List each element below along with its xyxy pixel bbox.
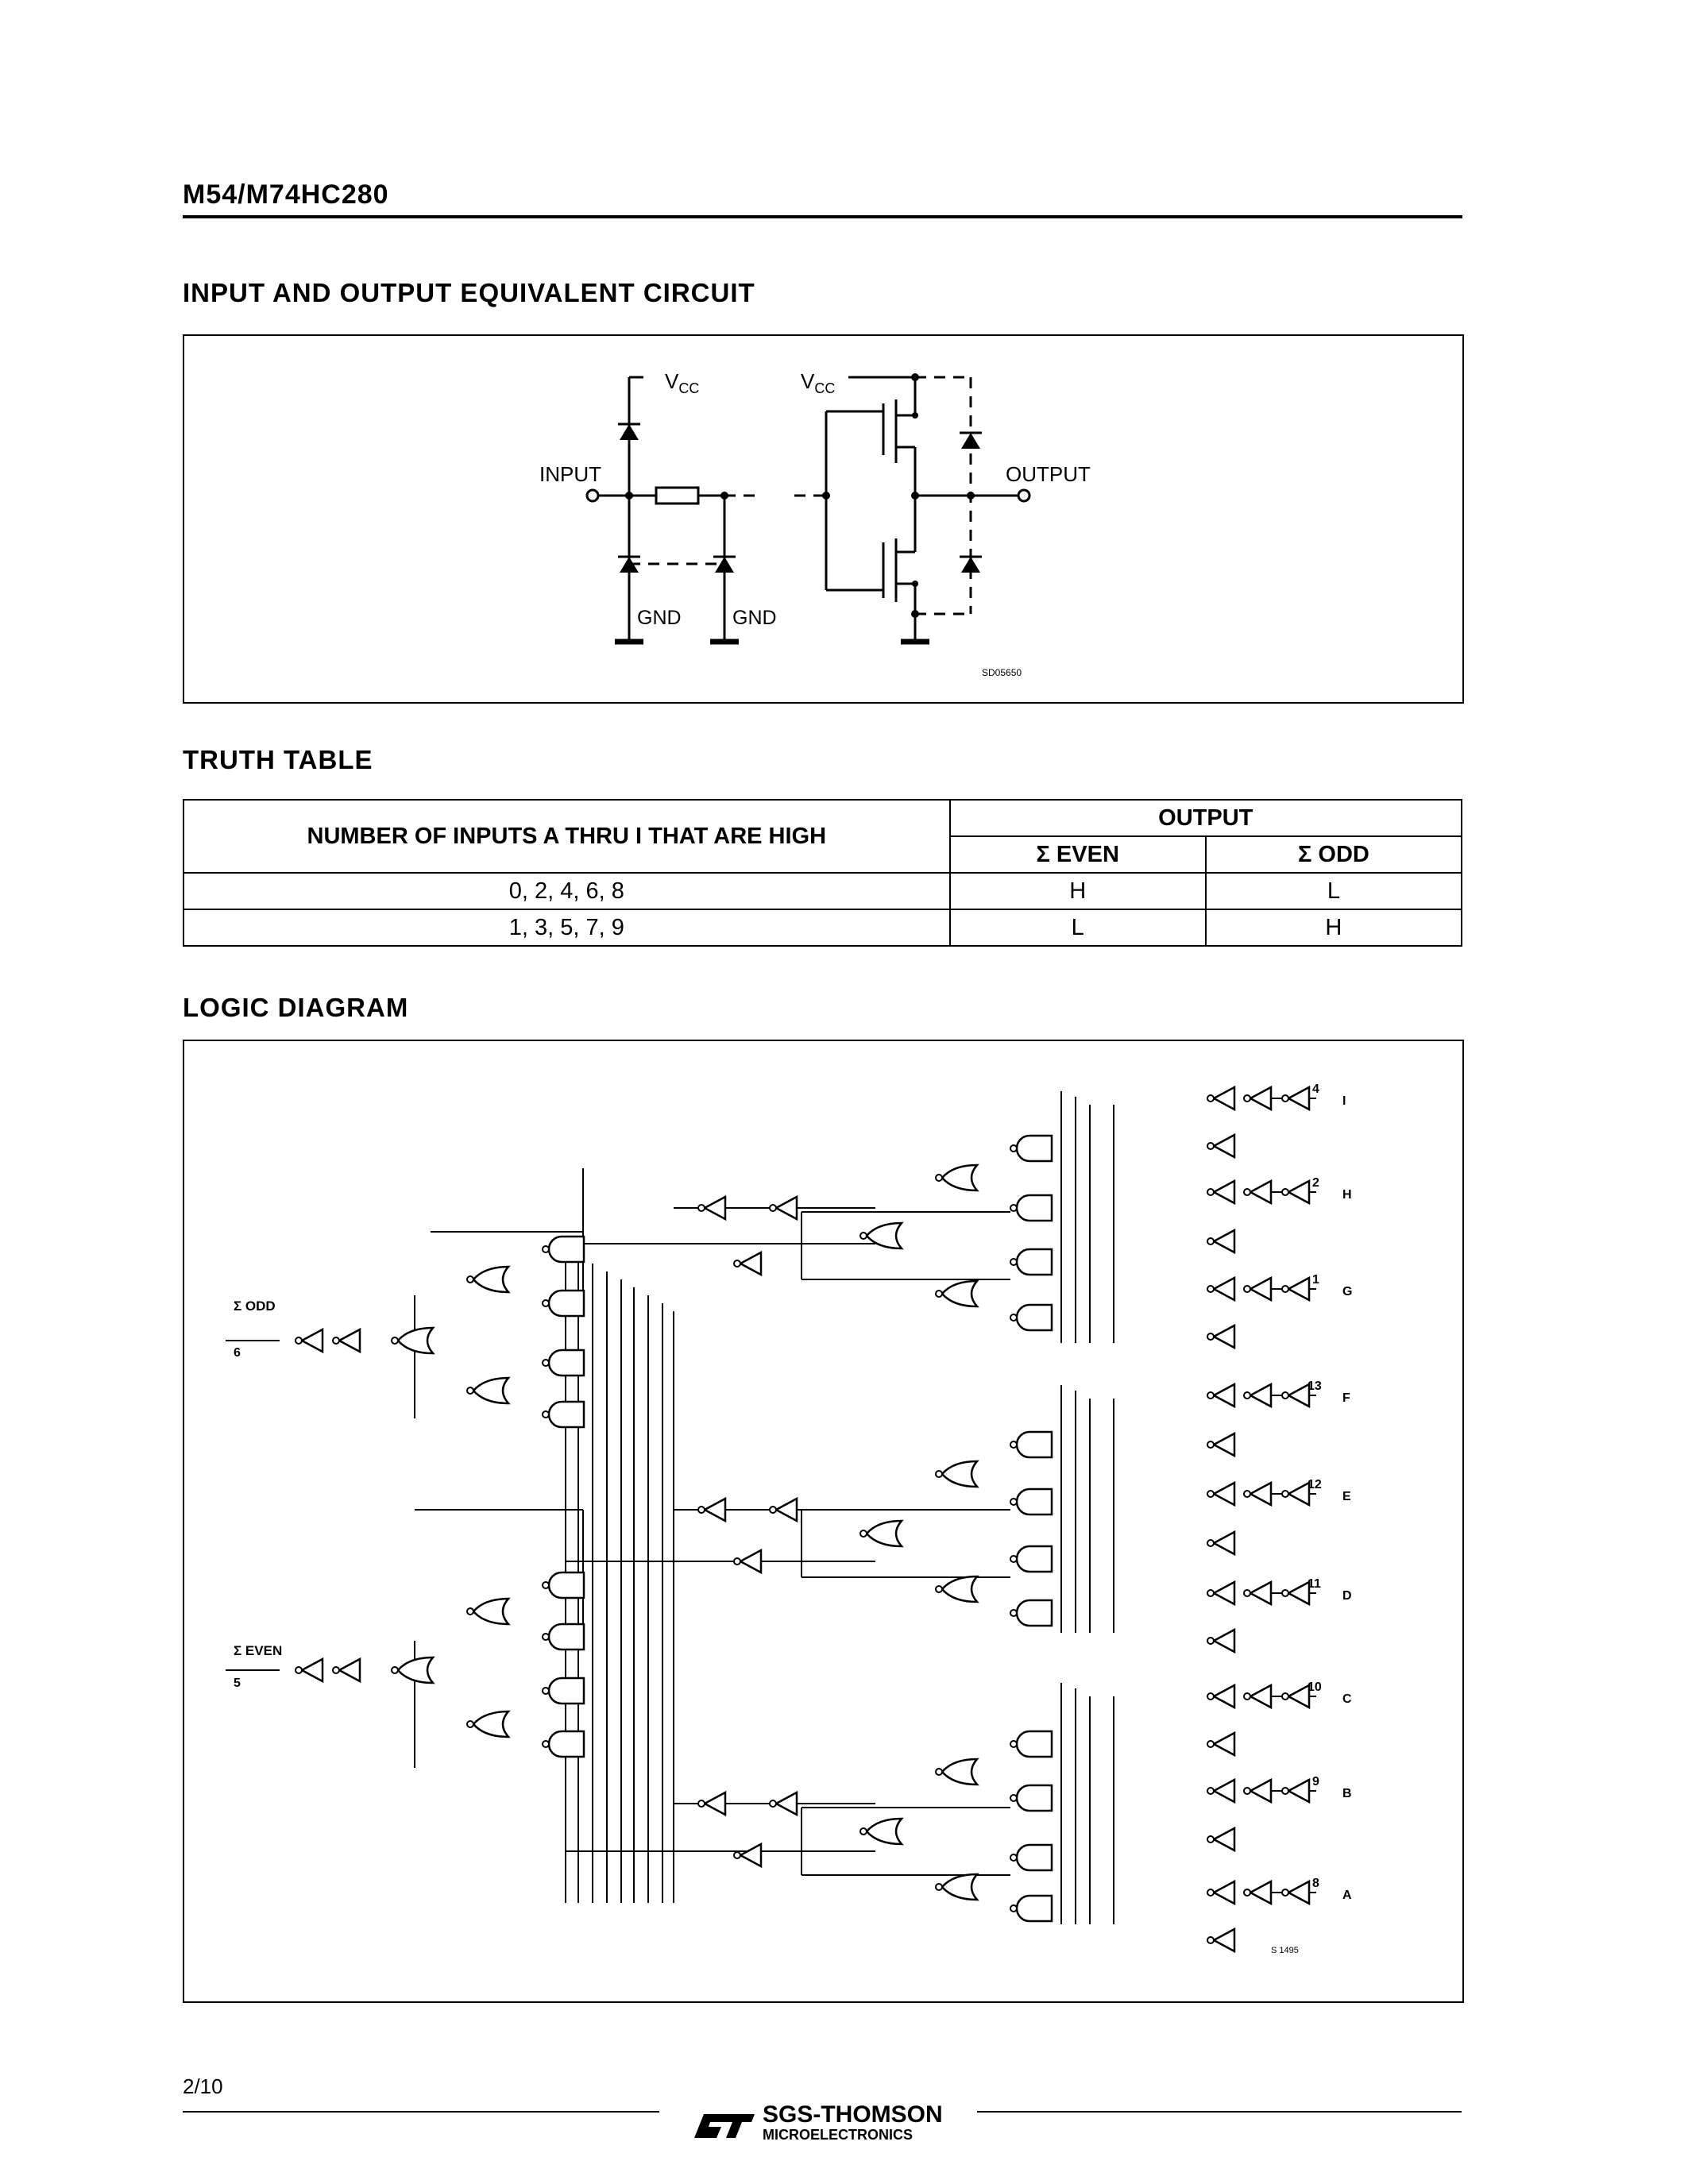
pin-12: 12 [1308,1478,1322,1491]
logic-diagram-title: LOGIC DIAGRAM [183,993,409,1022]
footer-rule-left [183,2111,659,2113]
input-c-label: C [1342,1692,1352,1706]
pin-4: 4 [1312,1082,1319,1096]
io-circuit-schematic: VCC VCC INPUT OUTPUT GND GND SD05650 [539,369,1091,678]
input-d-label: D [1342,1589,1352,1603]
sum-even-pin: 5 [234,1677,241,1690]
truth-table-inputs-header: NUMBER OF INPUTS A THRU I THAT ARE HIGH [183,799,951,874]
gnd-right-label: GND [732,607,777,629]
input-i-label: I [1342,1094,1346,1108]
input-a-label: A [1342,1889,1352,1902]
table-cell: 0, 2, 4, 6, 8 [183,872,951,910]
input-b-label: B [1342,1787,1352,1800]
input-f-label: F [1342,1391,1350,1405]
table-row: 1, 3, 5, 7, 9 L H [183,909,1463,947]
table-cell: L [1204,872,1463,910]
part-number-header: M54/M74HC280 [183,179,389,210]
page-number: 2/10 [183,2074,223,2098]
vcc-right-label: VCC [801,369,835,396]
io-circuit-title: INPUT AND OUTPUT EQUIVALENT CIRCUIT [183,278,755,307]
truth-table-title: TRUTH TABLE [183,745,373,774]
input-e-label: E [1342,1490,1351,1503]
truth-table: NUMBER OF INPUTS A THRU I THAT ARE HIGH … [183,799,1463,947]
input-label: INPUT [539,462,601,486]
table-cell: L [948,909,1207,947]
logic-diagram-schematic: Σ ODD 6 Σ EVEN 5 4 I 2 H 1 G 13 F 12 E 1… [226,1082,1352,1955]
truth-table-odd-header: Σ ODD [1204,835,1463,874]
io-circuit-box: VCC VCC INPUT OUTPUT GND GND SD05650 [183,334,1464,704]
logic-diagram-code: S 1495 [1271,1946,1299,1955]
truth-table-even-header: Σ EVEN [948,835,1207,874]
pin-8: 8 [1312,1877,1319,1890]
pin-13: 13 [1308,1379,1322,1393]
brand-subtitle: MICROELECTRONICS [763,2127,913,2143]
vcc-left-label: VCC [665,369,699,396]
pin-1: 1 [1312,1273,1319,1287]
header-rule [183,215,1462,218]
logic-diagram-box: Σ ODD 6 Σ EVEN 5 4 I 2 H 1 G 13 F 12 E 1… [183,1040,1464,2003]
table-cell: 1, 3, 5, 7, 9 [183,909,951,947]
pin-11: 11 [1308,1577,1321,1591]
brand-name: SGS-THOMSON [763,2101,943,2128]
io-circuit-code: SD05650 [982,667,1022,678]
footer-rule-right [977,2111,1462,2113]
input-h-label: H [1342,1188,1352,1202]
sum-odd-pin: 6 [234,1346,241,1360]
truth-table-output-header: OUTPUT [948,799,1463,837]
table-cell: H [1204,909,1463,947]
table-cell: H [948,872,1207,910]
pin-2: 2 [1312,1176,1319,1190]
input-g-label: G [1342,1285,1352,1298]
pin-9: 9 [1312,1775,1319,1788]
table-row: 0, 2, 4, 6, 8 H L [183,872,1463,910]
output-label: OUTPUT [1006,462,1091,486]
sum-even-label: Σ EVEN [234,1643,282,1658]
sum-odd-label: Σ ODD [234,1298,276,1314]
pin-10: 10 [1308,1680,1322,1694]
gnd-left-label: GND [637,607,682,629]
st-mark [694,2114,755,2138]
sgs-thomson-logo: SGS-THOMSON MICROELECTRONICS [689,2087,975,2144]
